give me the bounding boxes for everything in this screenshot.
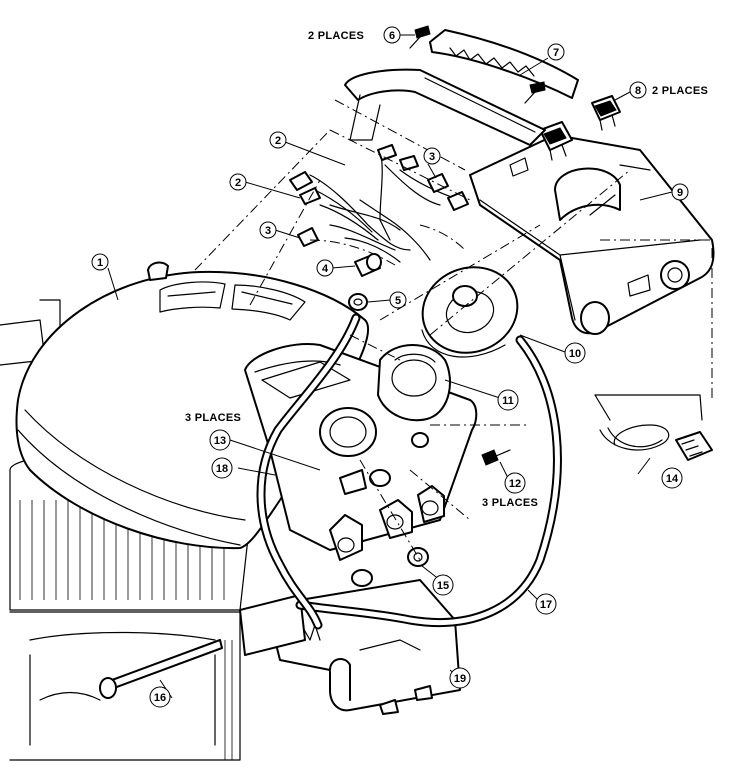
svg-text:7: 7 (553, 47, 559, 59)
mower-deck-housing (0, 299, 255, 761)
switch-housing (469, 134, 715, 335)
callout-14: 14 (661, 467, 683, 489)
long-bolt (99, 639, 223, 699)
callout-3a: 3 (259, 221, 277, 239)
svg-text:3: 3 (429, 151, 435, 163)
note-places-8: 2 PLACES (652, 85, 708, 97)
callout-5: 5 (389, 291, 407, 309)
hose-long (295, 335, 562, 627)
callout-4: 4 (316, 259, 334, 277)
svg-text:10: 10 (569, 348, 581, 360)
small-grommet (348, 293, 368, 311)
svg-text:13: 13 (214, 435, 226, 447)
callout-10: 10 (564, 342, 586, 364)
callout-1: 1 (91, 253, 109, 271)
svg-text:1: 1 (97, 257, 103, 269)
lower-bracket (239, 569, 461, 715)
svg-text:8: 8 (635, 85, 641, 97)
callout-18: 18 (211, 457, 233, 479)
svg-text:15: 15 (437, 580, 449, 592)
strain-relief (354, 253, 382, 277)
handle-bar (344, 29, 579, 146)
screw-12 (481, 449, 511, 466)
callout-11: 11 (497, 389, 519, 411)
callout-3b: 3 (423, 147, 441, 165)
svg-text:6: 6 (389, 30, 395, 42)
note-places-12: 3 PLACES (482, 497, 538, 509)
svg-text:2: 2 (235, 177, 241, 189)
svg-text:14: 14 (666, 473, 679, 485)
hose-small (256, 313, 361, 630)
callout-8: 8 (629, 81, 647, 99)
svg-text:5: 5 (395, 295, 401, 307)
screws-6 (409, 25, 546, 104)
svg-text:12: 12 (509, 478, 521, 490)
callout-7: 7 (547, 43, 565, 61)
svg-text:3: 3 (265, 225, 271, 237)
callout-9: 9 (671, 183, 689, 201)
rocker-switches (539, 95, 621, 161)
intake-ring (421, 266, 519, 358)
assembly-lines (194, 99, 713, 561)
grommet (377, 344, 451, 422)
callout-13: 13 (209, 429, 231, 451)
callout-2b: 2 (229, 173, 247, 191)
svg-text:9: 9 (677, 187, 683, 199)
svg-text:11: 11 (502, 395, 514, 407)
svg-text:16: 16 (154, 692, 166, 704)
power-cord (594, 394, 713, 461)
svg-text:17: 17 (540, 599, 552, 611)
callout-19: 19 (449, 667, 471, 689)
note-places-6: 2 PLACES (308, 30, 364, 42)
callout-16: 16 (149, 686, 171, 708)
svg-text:18: 18 (216, 463, 228, 475)
svg-text:4: 4 (322, 263, 329, 275)
nut (407, 547, 429, 567)
callout-6: 6 (383, 26, 401, 44)
callout-17: 17 (535, 593, 557, 615)
callout-12: 12 (504, 472, 526, 494)
svg-text:19: 19 (454, 673, 466, 685)
svg-text:2: 2 (275, 135, 281, 147)
wiring-harness (289, 144, 469, 266)
callout-15: 15 (432, 574, 454, 596)
callout-2a: 2 (269, 131, 287, 149)
note-places-13: 3 PLACES (185, 412, 241, 424)
